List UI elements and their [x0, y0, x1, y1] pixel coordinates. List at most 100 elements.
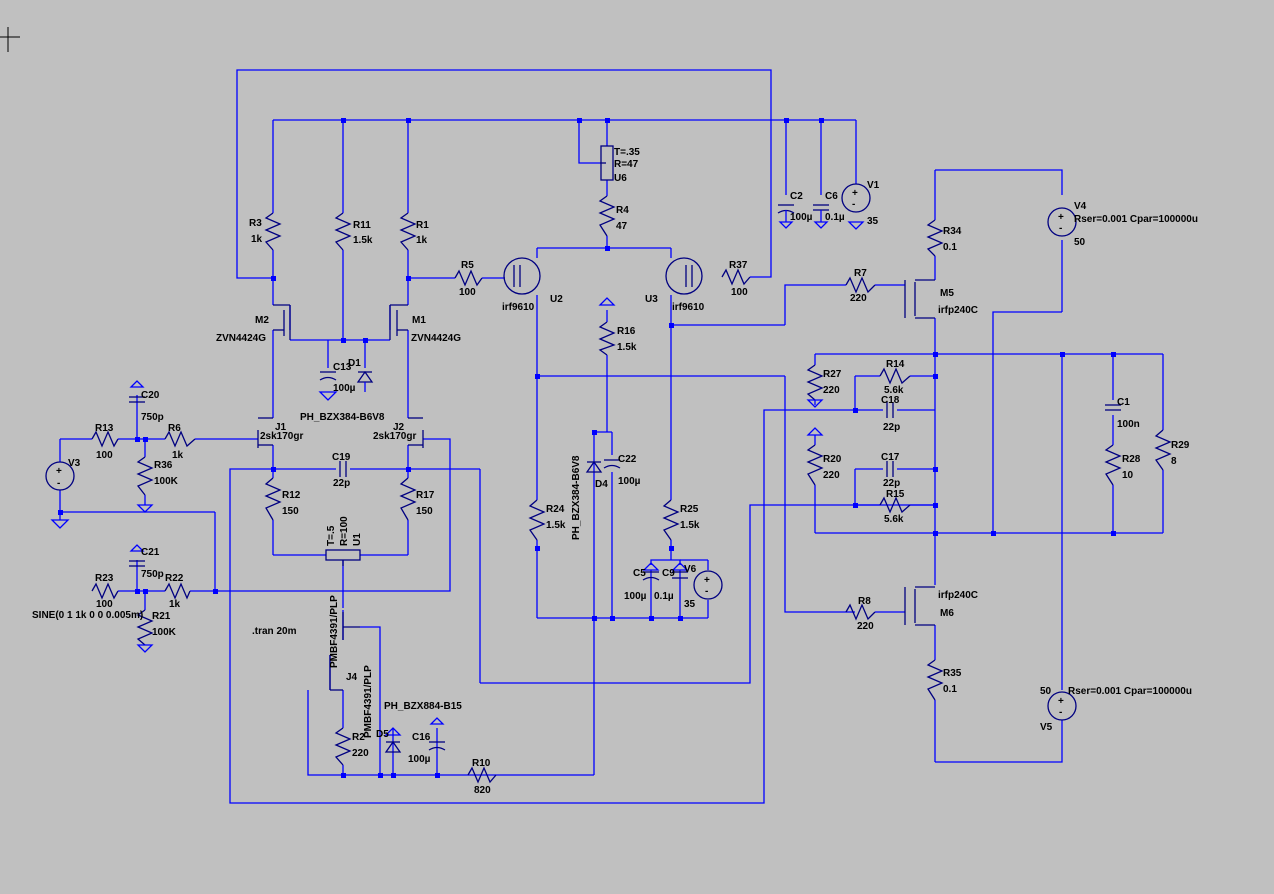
- c18-value: 22p: [883, 422, 900, 433]
- r14-value: 5.6k: [884, 385, 904, 396]
- voltage-source-v4[interactable]: +-: [1047, 207, 1077, 237]
- c9-name: C9: [662, 568, 675, 579]
- resistor-r23[interactable]: [91, 582, 119, 600]
- resistor-r10[interactable]: [467, 766, 497, 784]
- capacitor-c17[interactable]: [886, 461, 894, 477]
- c1-name: C1: [1117, 397, 1130, 408]
- d4-name: D4: [595, 479, 608, 490]
- resistor-r25[interactable]: [662, 499, 680, 541]
- jfet-j1[interactable]: [257, 417, 273, 448]
- capacitor-c21[interactable]: [129, 544, 145, 567]
- jfet-j2[interactable]: [408, 417, 424, 448]
- c13-name: C13: [333, 362, 352, 373]
- c19-value: 22p: [333, 478, 350, 489]
- resistor-r34[interactable]: [926, 219, 944, 257]
- r25-name: R25: [680, 504, 699, 515]
- resistor-r35[interactable]: [926, 659, 944, 701]
- diode-d4[interactable]: [585, 460, 603, 473]
- capacitor-c1[interactable]: [1105, 404, 1121, 411]
- capacitor-c13[interactable]: [319, 371, 337, 381]
- capacitor-c16[interactable]: [428, 717, 446, 751]
- voltage-source-v3[interactable]: +-: [45, 461, 75, 491]
- m1-model: ZVN4424G: [411, 333, 461, 344]
- resistor-r21[interactable]: [136, 609, 154, 646]
- svg-text:-: -: [705, 586, 708, 597]
- c22-name: C22: [618, 454, 637, 465]
- capacitor-c6[interactable]: [813, 204, 829, 229]
- voltage-source-v5[interactable]: +-: [1047, 691, 1077, 721]
- capacitor-c22[interactable]: [603, 459, 621, 469]
- c5-value: 100µ: [624, 591, 647, 602]
- mosfet-m6[interactable]: [904, 586, 935, 626]
- m5-model: irfp240C: [938, 305, 978, 316]
- resistor-r12[interactable]: [264, 477, 282, 521]
- diode-d5[interactable]: [384, 740, 402, 753]
- r25-value: 1.5k: [680, 520, 700, 531]
- resistor-r14[interactable]: [879, 367, 911, 385]
- r5-name: R5: [461, 260, 474, 271]
- v3-name: V3: [68, 458, 81, 469]
- mosfet-m5[interactable]: [904, 279, 935, 319]
- resistor-r20[interactable]: [806, 444, 824, 486]
- resistor-r28[interactable]: [1104, 444, 1122, 486]
- u2-name: U2: [550, 294, 563, 305]
- r29-name: R29: [1171, 440, 1190, 451]
- resistor-r11[interactable]: [334, 212, 352, 251]
- v1-value: 35: [867, 216, 879, 227]
- capacitor-c19[interactable]: [339, 461, 347, 477]
- resistor-r24[interactable]: [528, 499, 546, 541]
- resistor-r22[interactable]: [164, 582, 191, 600]
- svg-text:+: +: [1058, 212, 1064, 223]
- capacitor-c18[interactable]: [886, 402, 894, 418]
- resistor-r29[interactable]: [1154, 429, 1172, 471]
- resistor-r4[interactable]: [598, 195, 616, 237]
- resistor-r5[interactable]: [454, 269, 483, 287]
- voltage-source-v6[interactable]: +-: [693, 570, 723, 600]
- potentiometer-u6[interactable]: [600, 145, 614, 181]
- resistor-r3[interactable]: [264, 212, 282, 251]
- jfet-j4[interactable]: [329, 655, 343, 691]
- u3-model: irf9610: [672, 302, 705, 313]
- diode-d1[interactable]: [356, 370, 374, 392]
- resistor-r17[interactable]: [399, 477, 417, 521]
- v6-value: 35: [684, 599, 696, 610]
- r6-value: 1k: [172, 450, 184, 461]
- capacitor-c2[interactable]: [777, 204, 795, 229]
- c13-value: 100µ: [333, 383, 356, 394]
- r20-name: R20: [823, 454, 842, 465]
- capacitor-c20[interactable]: [129, 380, 145, 403]
- potentiometer-u1[interactable]: [325, 549, 361, 566]
- resistor-r15[interactable]: [879, 496, 911, 514]
- capacitor-c5[interactable]: [642, 571, 660, 581]
- c1-value: 100n: [1117, 419, 1140, 430]
- resistor-r8[interactable]: [845, 603, 876, 621]
- voltage-source-v1[interactable]: +-: [841, 183, 871, 213]
- ground-icons: [50, 221, 865, 736]
- resistor-r37[interactable]: [721, 268, 751, 286]
- jfet-j3[interactable]: [342, 612, 360, 640]
- mosfet-m1[interactable]: [389, 304, 408, 340]
- pmos-u3[interactable]: [665, 257, 703, 295]
- j1-name: J1: [275, 422, 287, 433]
- v5-params: Rser=0.001 Cpar=100000u: [1068, 686, 1192, 697]
- resistor-r1[interactable]: [399, 212, 417, 251]
- resistor-r2[interactable]: [334, 727, 352, 766]
- c20-value: 750p: [141, 412, 164, 423]
- r11-name: R11: [353, 220, 371, 231]
- pmos-u2[interactable]: [503, 257, 541, 295]
- r24-value: 1.5k: [546, 520, 566, 531]
- r2-name: R2: [352, 732, 365, 743]
- d1-model: PH_BZX384-B6V8: [300, 412, 385, 423]
- resistor-r27[interactable]: [806, 364, 824, 401]
- resistor-r13[interactable]: [91, 430, 119, 448]
- resistor-r6[interactable]: [164, 430, 196, 448]
- u6-t: T=.35: [614, 147, 640, 158]
- r16-value: 1.5k: [617, 342, 637, 353]
- mosfet-m2[interactable]: [273, 304, 291, 340]
- c21-name: C21: [141, 547, 160, 558]
- resistor-r16[interactable]: [598, 321, 616, 356]
- capacitor-c9[interactable]: [672, 571, 688, 579]
- resistor-r36[interactable]: [136, 456, 154, 496]
- resistor-r7[interactable]: [845, 276, 876, 294]
